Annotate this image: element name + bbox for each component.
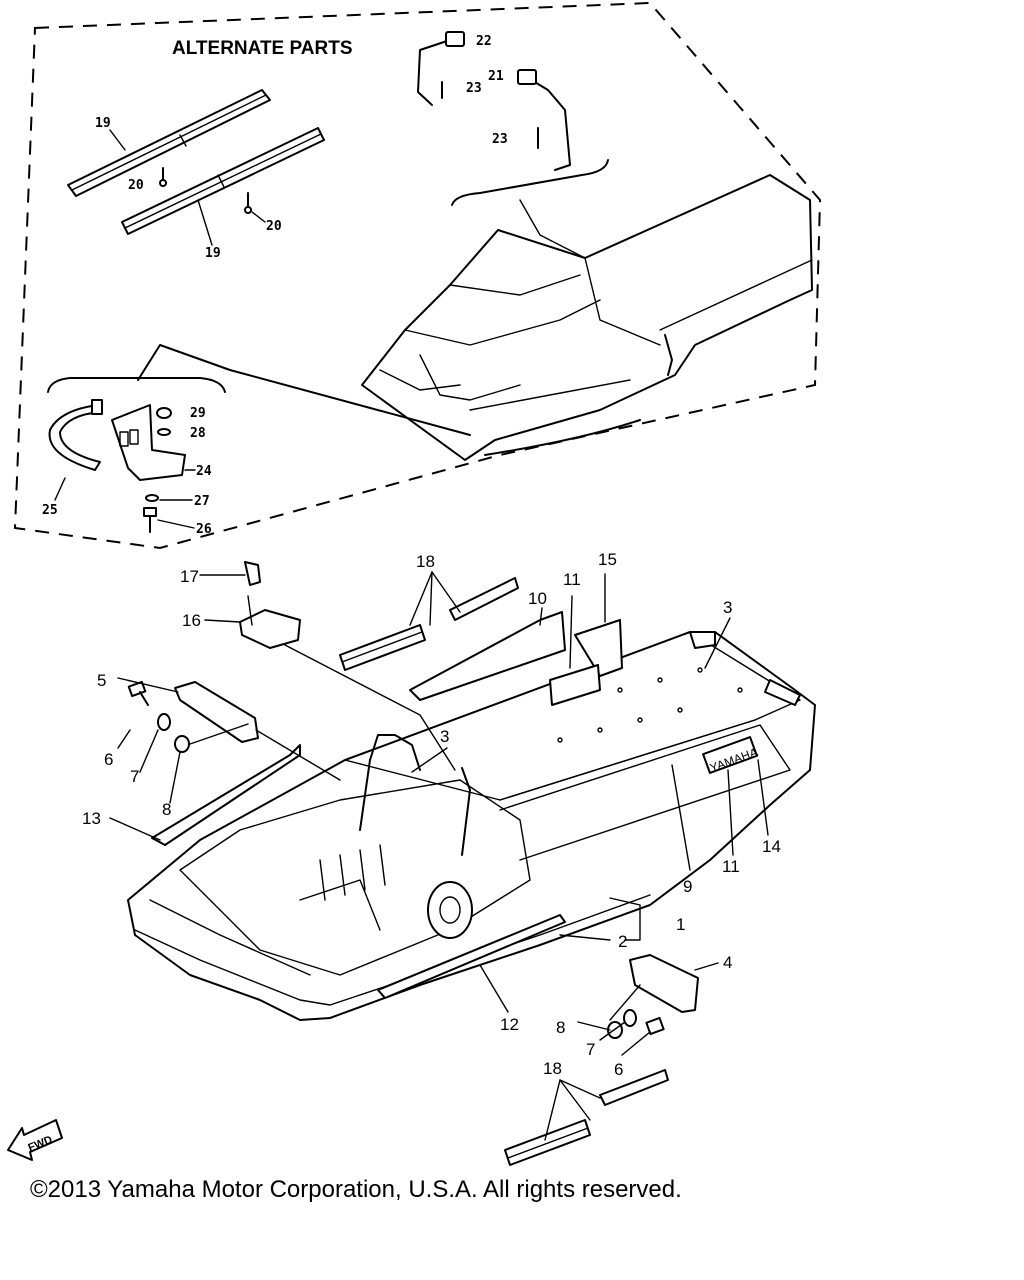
part-13-trim — [151, 744, 301, 846]
part-25-strap — [48, 399, 103, 471]
callout-5: 5 — [97, 671, 106, 690]
callout-16: 16 — [182, 611, 201, 630]
callout-8b: 8 — [556, 1018, 565, 1037]
parts-6-8-fasteners-left — [127, 680, 190, 753]
callout-6a: 6 — [104, 750, 113, 769]
part-17-knob — [244, 561, 261, 586]
part-5-bracket — [174, 681, 259, 743]
callout-12: 12 — [500, 1015, 519, 1034]
callout-24: 24 — [196, 464, 212, 479]
alternate-parts-title: ALTERNATE PARTS — [172, 38, 353, 59]
part-16-hitch — [239, 595, 301, 649]
part-12-trim — [377, 914, 566, 999]
callout-3a: 3 — [723, 598, 732, 617]
alternate-parts-boundary — [13, 1, 822, 550]
callout-23a: 23 — [466, 81, 482, 96]
part-4-bracket — [629, 954, 699, 1013]
callout-21: 21 — [488, 69, 504, 84]
part-18-pads-bottom — [504, 1069, 669, 1166]
callout-17: 17 — [180, 567, 199, 586]
callout-15: 15 — [598, 550, 617, 569]
callout-25: 25 — [42, 503, 58, 518]
copyright-text: ©2013 Yamaha Motor Corporation, U.S.A. A… — [30, 1176, 682, 1203]
part-24-bracket — [111, 404, 186, 481]
callout-11b: 11 — [722, 857, 740, 876]
part-19-runners — [67, 89, 325, 235]
callout-14: 14 — [762, 837, 781, 856]
callout-18a: 18 — [416, 552, 435, 571]
parts-6-8-fasteners-right — [607, 1009, 665, 1039]
parts-26-29-fasteners — [143, 407, 172, 533]
fwd-arrow-icon: FWD — [7, 1119, 63, 1161]
callout-4: 4 — [723, 953, 732, 972]
callout-19a: 19 — [95, 116, 111, 131]
callout-9: 9 — [683, 877, 692, 896]
callout-8a: 8 — [162, 800, 171, 819]
callout-26: 26 — [196, 522, 212, 537]
callout-28: 28 — [190, 426, 206, 441]
callout-20a: 20 — [128, 178, 144, 193]
callout-1: 1 — [676, 915, 685, 934]
callout-13: 13 — [82, 809, 101, 828]
callout-22: 22 — [476, 34, 492, 49]
part-20-screws — [159, 167, 252, 214]
body-cover — [361, 174, 813, 461]
callout-6b: 6 — [614, 1060, 623, 1079]
callout-18b: 18 — [543, 1059, 562, 1078]
callout-3b: 3 — [440, 727, 449, 746]
callout-19b: 19 — [205, 246, 221, 261]
callout-11a: 11 — [563, 570, 581, 589]
callout-7b: 7 — [586, 1040, 595, 1059]
callout-2: 2 — [618, 932, 627, 951]
callout-23b: 23 — [492, 132, 508, 147]
callout-20b: 20 — [266, 219, 282, 234]
callout-7a: 7 — [130, 767, 139, 786]
callout-27: 27 — [194, 494, 210, 509]
part-21-handle — [417, 31, 571, 171]
chassis-frame: YAMAHA — [127, 611, 816, 1021]
callout-10: 10 — [528, 589, 547, 608]
callout-29: 29 — [190, 406, 206, 421]
part-18-pads-top — [339, 577, 519, 671]
